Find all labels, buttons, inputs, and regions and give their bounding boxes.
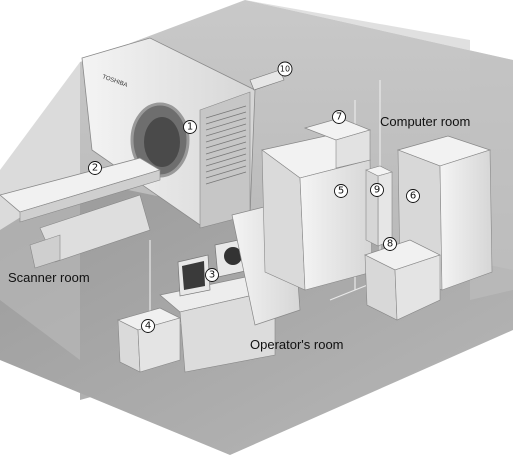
svg-text:9: 9 [374,185,380,196]
couch-rail [19,169,161,223]
cabinet-8 [364,239,441,321]
cable-unit [249,69,285,91]
svg-text:2: 2 [92,163,98,174]
marker-2: 2 [88,161,102,175]
svg-text:1: 1 [187,122,193,133]
camera-unit [117,307,181,373]
marker-9: 9 [370,183,384,197]
label-computer-room: Computer room [380,114,470,129]
couch-foot [29,234,61,269]
label-scanner-room: Scanner room [8,270,90,285]
svg-text:5: 5 [338,186,344,197]
gantry-bore-inner [144,117,180,167]
cabinet-7 [303,117,372,169]
svg-text:8: 8 [387,239,393,250]
marker-7: 7 [332,110,346,124]
marker-6: 6 [406,189,420,203]
marker-3: 3 [205,268,219,282]
patient-couch [0,157,161,269]
marker-4: 4 [141,319,155,333]
svg-text:7: 7 [336,112,342,123]
console-front [179,289,276,373]
svg-text:6: 6 [410,191,416,202]
svg-text:10: 10 [280,65,290,74]
svg-text:3: 3 [209,270,215,281]
marker-8: 8 [383,237,397,251]
marker-5: 5 [334,184,348,198]
svg-text:4: 4 [145,321,151,332]
console-screen [182,261,205,290]
marker-10: 10 [277,61,293,77]
gantry-vents [205,105,247,185]
label-operators-room: Operator's room [250,337,344,352]
cabinet-5 [261,134,373,291]
console-screen-2 [224,247,242,265]
cabinet-9 [365,165,393,247]
marker-1: 1 [183,120,197,134]
